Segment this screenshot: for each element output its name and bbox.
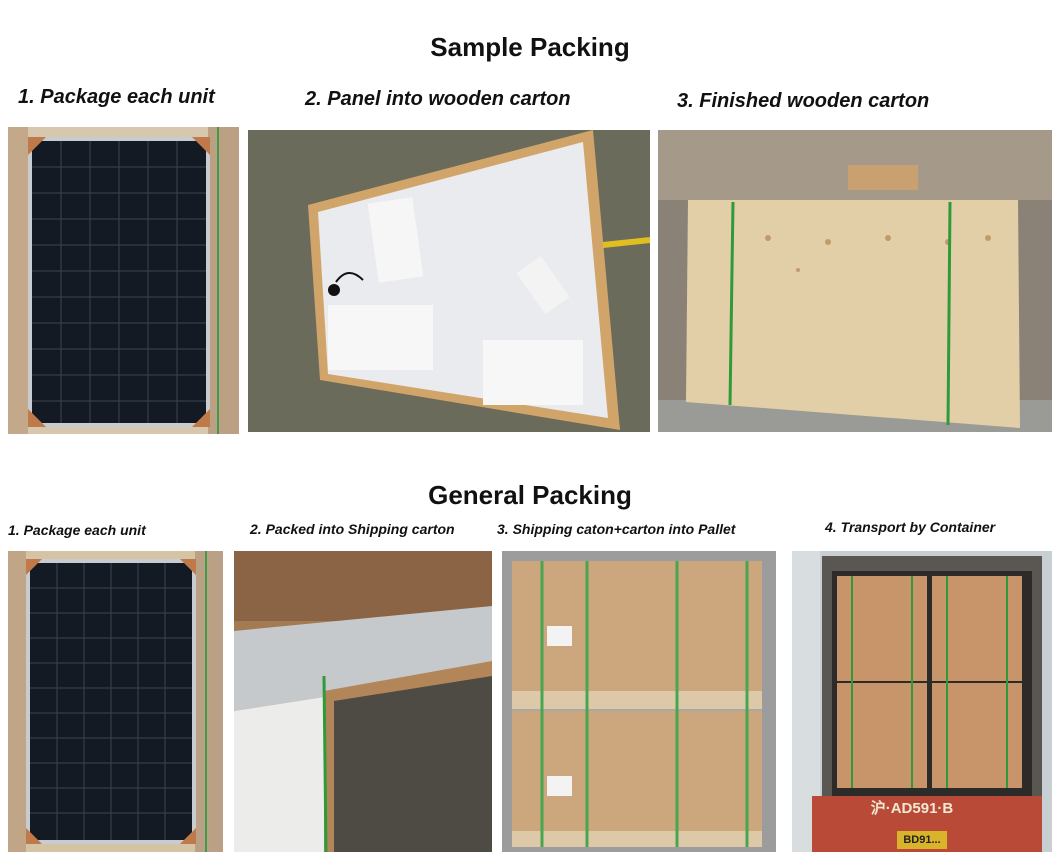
general-caption-4: 4. Transport by Container <box>825 519 996 535</box>
sample-photo-wooden-carton-open <box>248 130 650 432</box>
general-photo-solar-panel <box>8 551 223 852</box>
general-packing-title: General Packing <box>428 480 632 510</box>
truck-plate-lower: BD91... <box>897 831 947 849</box>
general-photo-pallet <box>502 551 776 852</box>
general-caption-3: 3. Shipping caton+carton into Pallet <box>497 521 736 537</box>
sample-caption-1: 1. Package each unit <box>18 86 215 108</box>
general-caption-2: 2. Packed into Shipping carton <box>250 521 455 537</box>
general-caption-1: 1. Package each unit <box>8 522 146 538</box>
sample-caption-2: 2. Panel into wooden carton <box>305 88 571 110</box>
sample-caption-3: 3. Finished wooden carton <box>677 90 930 112</box>
sample-photo-solar-panel <box>8 127 239 434</box>
sample-photo-wooden-carton-finished <box>658 130 1052 432</box>
general-photo-shipping-carton <box>234 551 492 852</box>
sample-packing-title: Sample Packing <box>430 32 630 62</box>
general-photo-container: 沪·AD591·B BD91... <box>792 551 1052 852</box>
truck-plate-upper: 沪·AD591·B <box>870 800 954 817</box>
